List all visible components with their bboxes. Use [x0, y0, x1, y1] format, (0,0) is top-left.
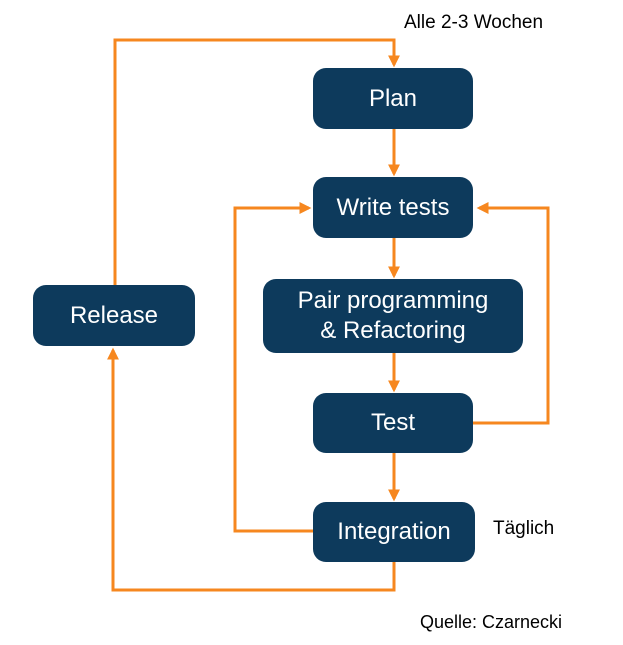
node-test: Test — [313, 393, 473, 453]
node-pair-programming-label-line1: Pair programming — [297, 287, 489, 314]
node-pair-programming-label-line2: & Refactoring — [320, 317, 466, 344]
node-plan-label: Plan — [368, 84, 418, 112]
daily-cycle-note: Täglich — [493, 518, 555, 539]
node-test-label: Test — [370, 409, 415, 436]
node-plan: Plan — [313, 68, 473, 129]
node-write-tests-label: Write tests — [336, 193, 450, 221]
node-integration: Integration — [313, 502, 475, 562]
node-write-tests: Write tests — [313, 177, 473, 238]
arrow-release-to-plan — [113, 38, 400, 285]
iteration-cycle-note: Alle 2-3 Wochen — [404, 12, 544, 33]
node-release-label: Release — [69, 301, 159, 329]
node-pair-programming: Pair programming & Refactoring — [263, 279, 523, 353]
arrow-integration-to-release — [107, 347, 396, 592]
node-integration-label: Integration — [337, 518, 451, 545]
arrow-integration-loop-to-write-tests — [233, 202, 313, 533]
arrow-test-loop-to-write-tests — [473, 202, 550, 425]
source-credit-note: Quelle: Czarnecki — [420, 612, 563, 632]
node-release: Release — [33, 285, 195, 346]
